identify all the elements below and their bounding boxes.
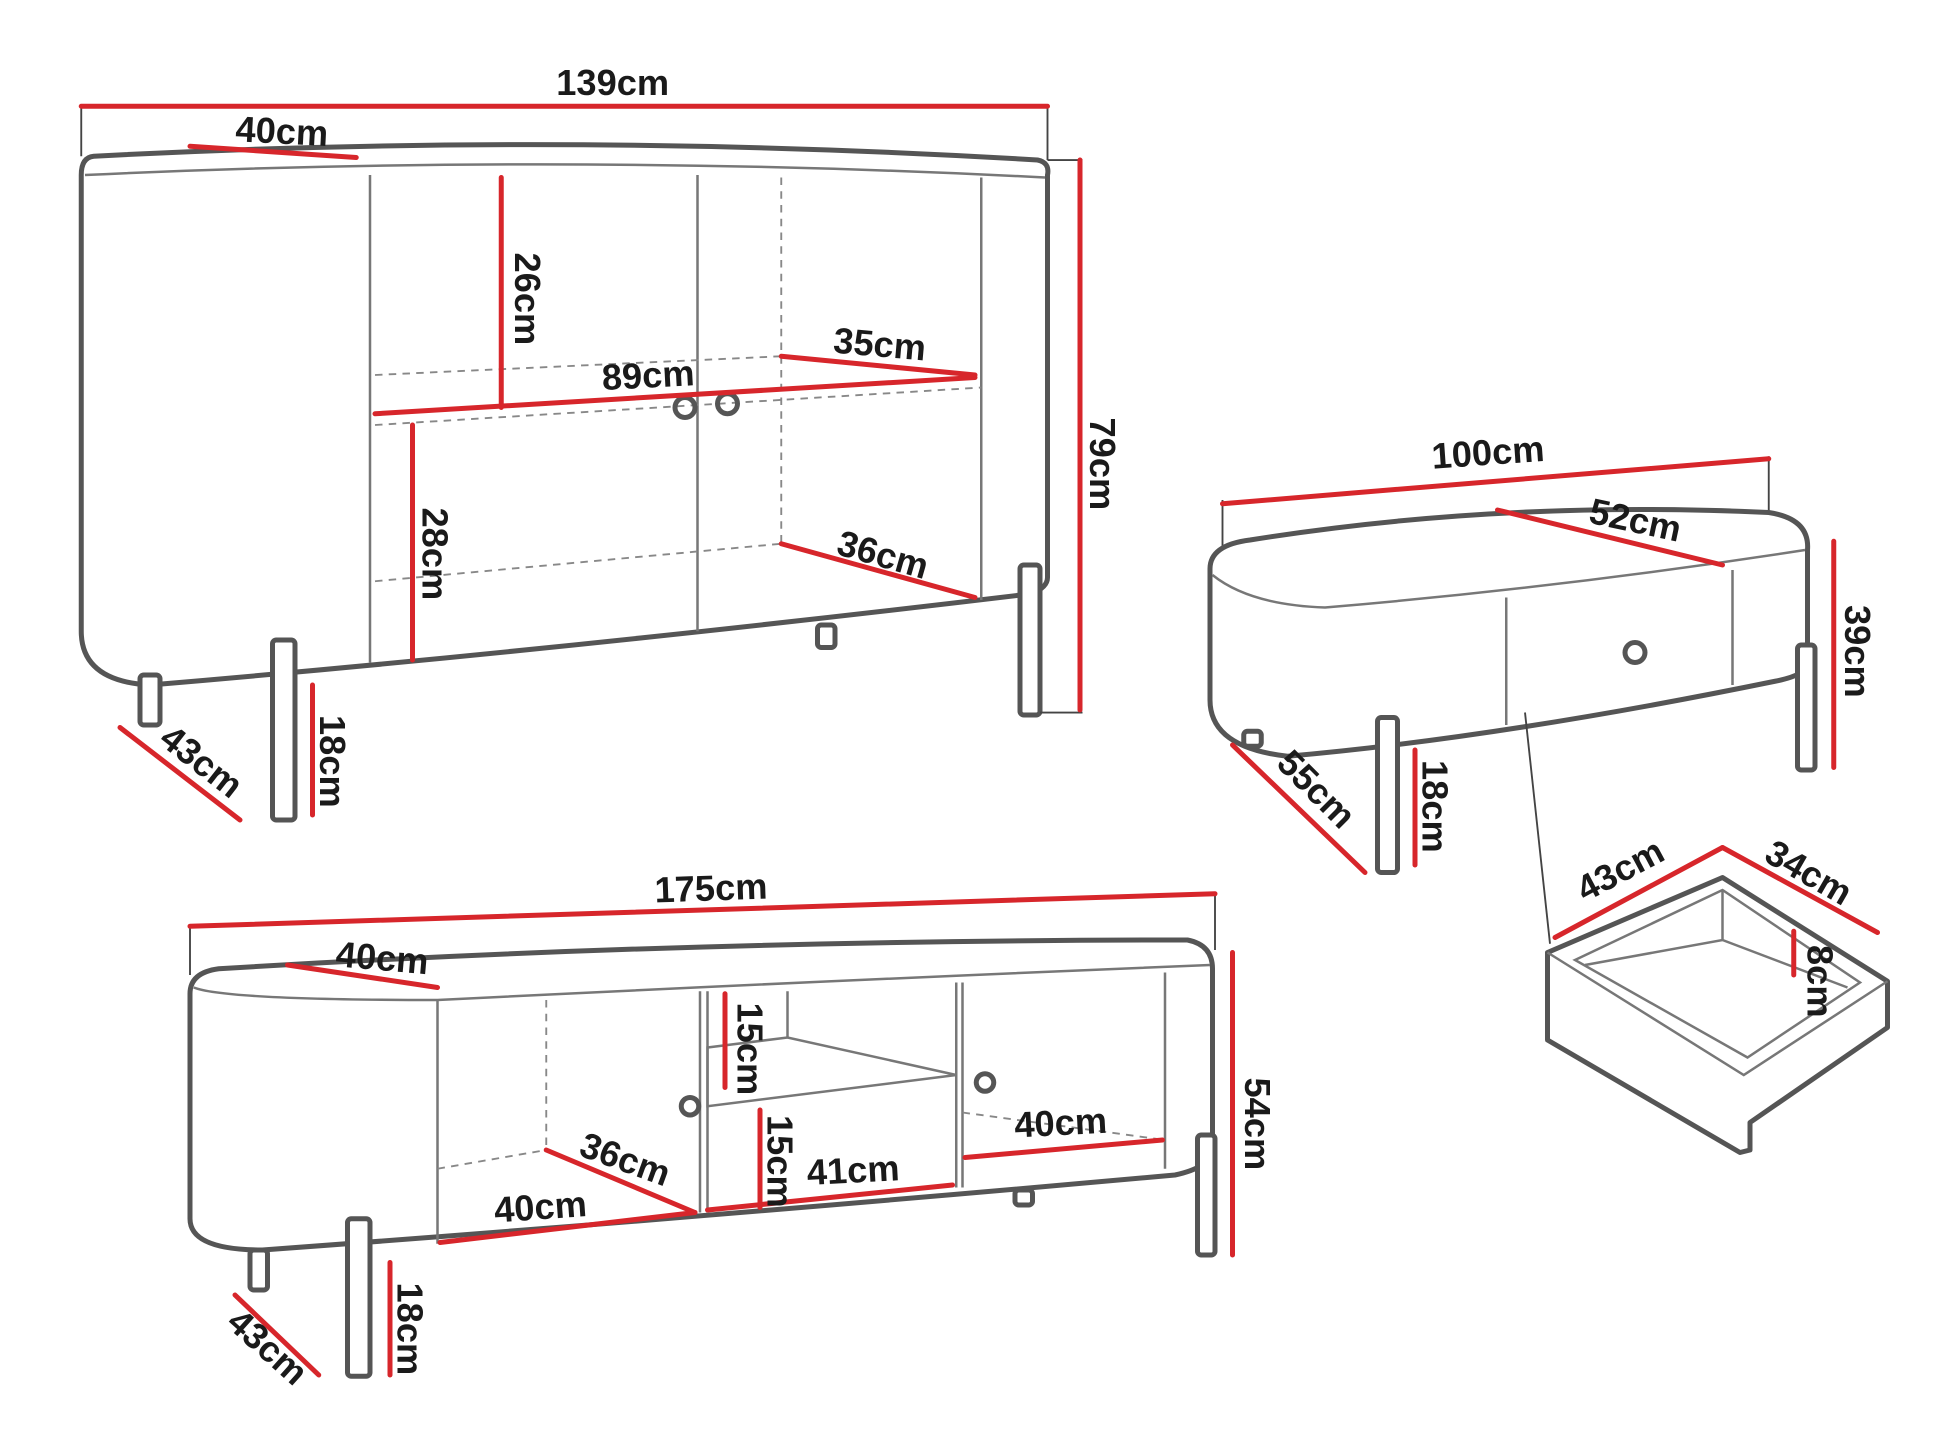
coffee-table-width-label: 100cm [1430,428,1545,477]
sideboard-top-depth-label: 40cm [235,108,330,154]
tv-stand-upper-compartment-height-label: 15cm [730,1003,771,1096]
tv-stand-left-shelf-width-label: 40cm [493,1183,588,1230]
sideboard-upper-shelf-depth-label: 35cm [832,320,928,369]
coffee-table-height-label: 39cm [1837,605,1878,698]
coffee-table-top-depth-label: 52cm [1586,490,1685,549]
tv-stand-top-depth-label: 40cm [334,933,430,982]
sideboard-drawing: 139cm 40cm 26cm 89cm 35cm 79cm 28cm 36cm… [78,62,1123,823]
sideboard-height-label: 79cm [1082,418,1123,511]
coffee-table-leg-height-label: 18cm [1415,760,1456,853]
sideboard-lower-shelf-depth-label: 36cm [833,522,933,587]
sideboard-width-label: 139cm [556,62,669,103]
sideboard-upper-shelf-height-label: 26cm [507,253,548,346]
sideboard-leg-height-label: 18cm [312,715,353,808]
tv-stand-width-label: 175cm [654,866,768,911]
drawer-depth-label: 34cm [1759,831,1860,913]
tv-stand-lower-compartment-height-label: 15cm [760,1115,801,1208]
drawer-drawing: 43cm 34cm 8cm [1545,830,1890,1155]
tv-stand-right-shelf-width-label: 40cm [1013,1100,1108,1146]
tv-stand-drawing: 175cm 40cm 15cm 15cm 40cm 36cm 41cm 40cm… [187,866,1278,1393]
drawer-height-label: 8cm [1800,945,1841,1018]
tv-stand-middle-width-label: 41cm [806,1147,901,1193]
sideboard-inner-width-label: 89cm [601,352,696,398]
drawer-width-label: 43cm [1570,830,1671,910]
sideboard-lower-shelf-height-label: 28cm [415,508,456,601]
tv-stand-height-label: 54cm [1237,1078,1278,1171]
tv-stand-leg-height-label: 18cm [390,1283,431,1376]
tv-stand-base-depth-label: 43cm [220,1300,316,1393]
